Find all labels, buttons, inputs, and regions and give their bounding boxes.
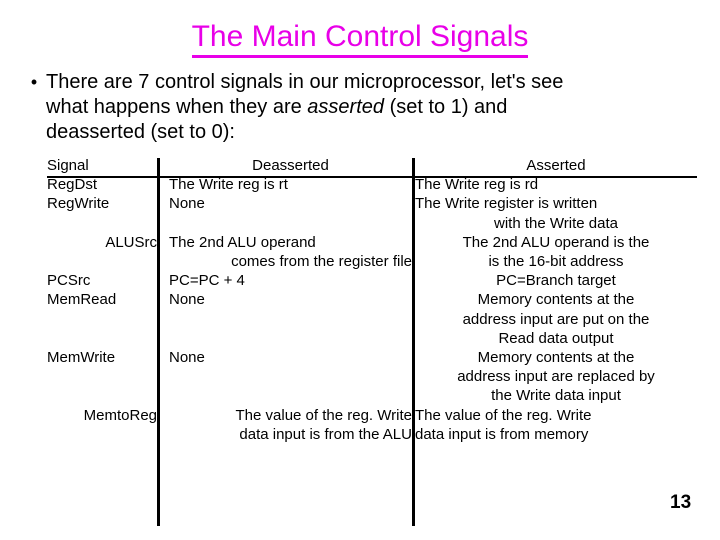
cell-deasserted: None <box>169 349 205 367</box>
bullet-list-item: • There are 7 control signals in our mic… <box>22 70 702 145</box>
cell-deasserted: The Write reg is rt <box>169 176 288 194</box>
table-header-row: Signal Deasserted Asserted <box>47 156 697 175</box>
cell-asserted: The Write register is written <box>415 195 598 213</box>
column-header-deasserted: Deasserted <box>252 157 329 174</box>
cell-deasserted: data input is from the ALU <box>239 425 412 443</box>
table-row: MemRead None Memory contents at the <box>47 290 697 309</box>
cell-asserted: data input is from memory <box>415 425 589 443</box>
cell-asserted: is the 16-bit address <box>488 253 624 271</box>
cell-deasserted: PC=PC + 4 <box>169 272 245 290</box>
table-row: address input are put on the <box>47 310 697 329</box>
bullet-line-2-post: (set to 1) and <box>384 96 508 118</box>
table-row: ALUSrc The 2nd ALU operand The 2nd ALU ope… <box>47 233 697 252</box>
bullet-item-text: There are 7 control signals in our micro… <box>46 70 702 145</box>
bullet-line-3: deasserted (set to 0): <box>46 121 235 143</box>
cell-signal: ALUSrc <box>105 233 157 251</box>
table-row: MemWrite None Memory contents at the <box>47 348 697 367</box>
page-title: The Main Control Signals <box>0 20 720 58</box>
column-header-asserted: Asserted <box>526 157 586 174</box>
cell-asserted: Memory contents at the <box>477 291 635 309</box>
cell-signal: MemWrite <box>47 349 116 367</box>
column-header-signal: Signal <box>47 157 89 174</box>
cell-asserted: the Write data input <box>491 387 621 405</box>
cell-asserted: address input are put on the <box>462 310 650 328</box>
table-row: Read data output <box>47 329 697 348</box>
table-row: with the Write data <box>47 214 697 233</box>
cell-signal: MemRead <box>47 291 117 309</box>
bullet-line-2: what happens when they are asserted (set… <box>46 95 702 120</box>
cell-deasserted: comes from the register file <box>231 253 412 271</box>
page-title-text: The Main Control Signals <box>191 20 529 58</box>
cell-signal: MemtoReg <box>83 406 157 424</box>
column-divider-1 <box>157 158 160 526</box>
header-divider-line <box>47 176 697 178</box>
cell-asserted: Read data output <box>498 329 614 347</box>
cell-deasserted: The value of the reg. Write <box>235 406 412 424</box>
cell-signal: PCSrc <box>47 272 91 290</box>
cell-deasserted: The 2nd ALU operand <box>169 233 316 251</box>
table-row: address input are replaced by <box>47 367 697 386</box>
cell-asserted: PC=Branch target <box>496 272 616 290</box>
bullet-line-2-pre: what happens when they are <box>46 96 308 118</box>
table-row: the Write data input <box>47 386 697 405</box>
table-row: PCSrc PC=PC + 4 PC=Branch target <box>47 271 697 290</box>
cell-asserted: address input are replaced by <box>457 368 655 386</box>
page-number: 13 <box>670 492 692 513</box>
table-row: comes from the register file is the 16-bi… <box>47 252 697 271</box>
table-body: RegDst The Write reg is rt The Write reg i… <box>47 175 697 444</box>
bullet-paragraph: • There are 7 control signals in our mic… <box>22 70 702 145</box>
cell-asserted: with the Write data <box>494 214 618 232</box>
table-row: RegWrite None The Write register is writte… <box>47 194 697 213</box>
cell-signal: RegDst <box>47 176 98 194</box>
cell-asserted: Memory contents at the <box>477 349 635 367</box>
bullet-line-1: There are 7 control signals in our micro… <box>46 71 564 93</box>
table-row: RegDst The Write reg is rt The Write reg i… <box>47 175 697 194</box>
cell-deasserted: None <box>169 291 205 309</box>
cell-deasserted: None <box>169 195 205 213</box>
cell-asserted: The value of the reg. Write <box>415 406 592 424</box>
column-divider-2 <box>412 158 415 526</box>
bullet-marker-icon: • <box>30 72 38 92</box>
cell-signal: RegWrite <box>47 195 110 213</box>
cell-asserted: The 2nd ALU operand is the <box>462 233 650 251</box>
bullet-emphasis-asserted: asserted <box>307 96 385 118</box>
cell-asserted: The Write reg is rd <box>415 176 539 194</box>
